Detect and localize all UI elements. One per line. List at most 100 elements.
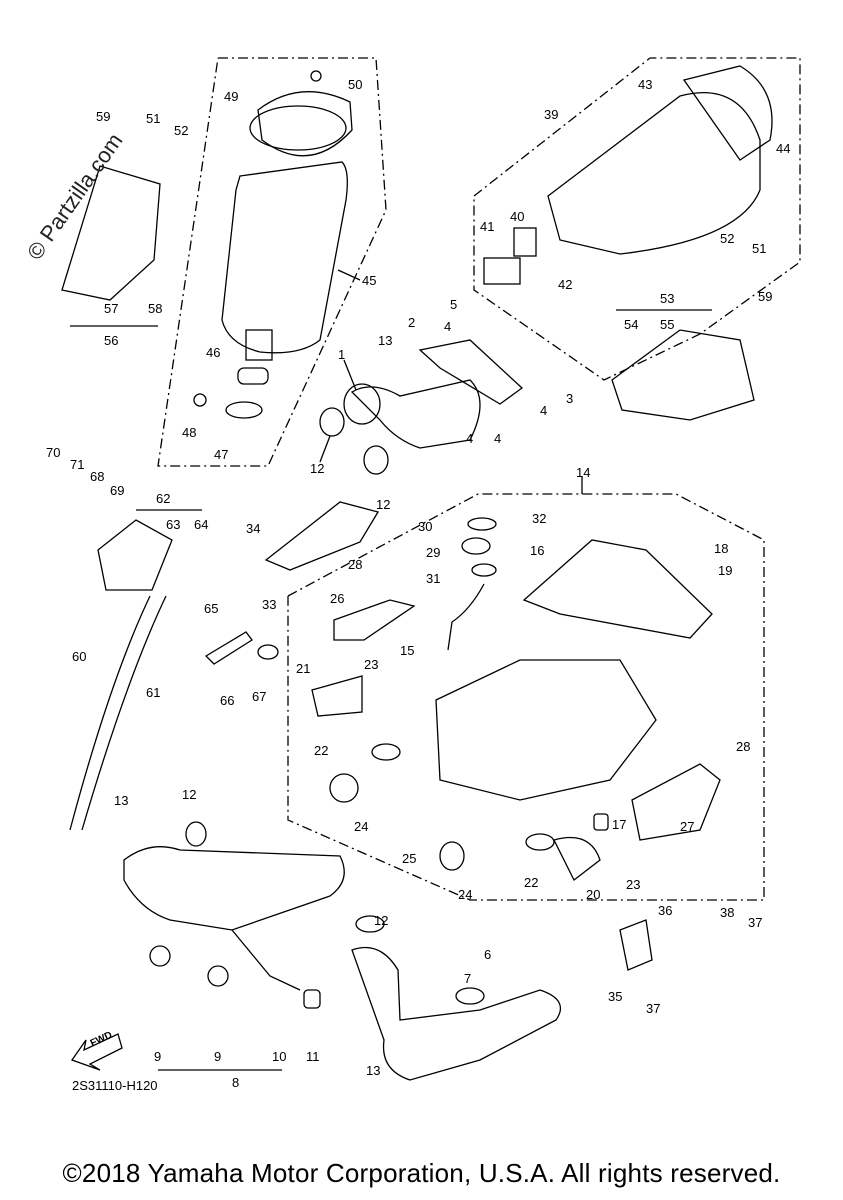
callout: 4 [444, 319, 452, 334]
callout: 33 [262, 597, 277, 612]
bracket-26 [333, 599, 416, 641]
callout: 20 [586, 887, 601, 902]
damper-17 [593, 813, 609, 831]
muffler-end-cap [249, 105, 347, 151]
callout: 28 [348, 557, 363, 572]
callout: 45 [362, 273, 377, 288]
callout: 6 [484, 947, 492, 962]
callout: 64 [194, 517, 209, 532]
callout: 49 [224, 89, 239, 104]
exhaust-pipe-1 [350, 379, 481, 449]
callout: 18 [714, 541, 729, 556]
clamp-30 [467, 517, 497, 531]
cable-60 [69, 595, 151, 831]
callout: 37 [748, 915, 763, 930]
collar-11 [303, 989, 321, 1009]
callout: 46 [206, 345, 221, 360]
copyright-footer: ©2018 Yamaha Motor Corporation, U.S.A. A… [62, 1158, 781, 1188]
callout: 48 [182, 425, 197, 440]
muffler-body [221, 161, 348, 354]
chamber-cover-27 [631, 763, 721, 841]
callout: 4 [540, 403, 548, 418]
callout: 67 [252, 689, 267, 704]
callout: 52 [174, 123, 189, 138]
callout: 59 [758, 289, 773, 304]
leader-12 [319, 435, 331, 463]
leader-1 [343, 359, 357, 391]
callout: 55 [660, 317, 675, 332]
heat-shield-55 [611, 329, 755, 421]
callout: 63 [166, 517, 181, 532]
pipe-8-lower [231, 929, 301, 991]
muffler-pipe [245, 329, 273, 361]
chamber-cover-16 [522, 539, 713, 639]
callout: 29 [426, 545, 441, 560]
callout: 25 [402, 851, 417, 866]
clamp-47 [225, 401, 263, 419]
callout: 13 [366, 1063, 381, 1078]
callout: 66 [220, 693, 235, 708]
gasket-12-upper [319, 407, 345, 437]
callout: 42 [558, 277, 573, 292]
heat-protector-2 [418, 339, 524, 405]
callout: 26 [330, 591, 345, 606]
callout: 71 [70, 457, 85, 472]
collar-24-upper [329, 773, 359, 803]
muffler-cap-43 [682, 65, 773, 161]
callout: 9 [154, 1049, 162, 1064]
callout: 56 [104, 333, 119, 348]
bracket-21 [311, 675, 363, 717]
callout: 1 [338, 347, 346, 362]
callout: 62 [156, 491, 171, 506]
protector-33 [264, 501, 380, 571]
callout: 7 [464, 971, 472, 986]
callout: 61 [146, 685, 161, 700]
callout: 28 [736, 739, 751, 754]
callout: 19 [718, 563, 733, 578]
left-muffler-group-outline [473, 57, 801, 381]
callout: 58 [148, 301, 163, 316]
callout: 15 [400, 643, 415, 658]
bracket-35 [619, 919, 653, 971]
callout: 9 [214, 1049, 222, 1064]
callout: 35 [608, 989, 623, 1004]
callout: 32 [532, 511, 547, 526]
callout: 4 [466, 431, 474, 446]
callout: 43 [638, 77, 653, 92]
callout: 59 [96, 109, 111, 124]
callout: 30 [418, 519, 433, 534]
callout: 54 [624, 317, 639, 332]
callout: 38 [720, 905, 735, 920]
clamp-9-right [207, 965, 229, 987]
bolt-48 [193, 393, 207, 407]
callout: 36 [658, 903, 673, 918]
callout: 12 [374, 913, 389, 928]
servo-motor-62 [97, 519, 173, 591]
exhaust-pipe-6 [351, 946, 561, 1081]
callout: 16 [530, 543, 545, 558]
gasket-12-rear [355, 915, 385, 933]
heat-shield-58 [61, 165, 161, 301]
callout: 37 [646, 1001, 661, 1016]
muffler-39-body [547, 92, 761, 255]
callout: 31 [426, 571, 441, 586]
leader-45 [337, 269, 361, 281]
bracket-41 [483, 257, 521, 285]
callout: 22 [524, 875, 539, 890]
callout: 52 [720, 231, 735, 246]
callout: 13 [378, 333, 393, 348]
callout: 53 [660, 291, 675, 306]
callout: 69 [110, 483, 125, 498]
muffler-cap-49 [257, 91, 353, 157]
callout: 51 [146, 111, 161, 126]
callout: 70 [46, 445, 61, 460]
collar-24-lower [439, 841, 465, 871]
callout: 24 [354, 819, 369, 834]
callout: 51 [752, 241, 767, 256]
sensor-15 [447, 583, 485, 651]
callout: 10 [272, 1049, 287, 1064]
callout: 22 [314, 743, 329, 758]
callout: 41 [480, 219, 495, 234]
gasket-12-front [185, 821, 207, 847]
